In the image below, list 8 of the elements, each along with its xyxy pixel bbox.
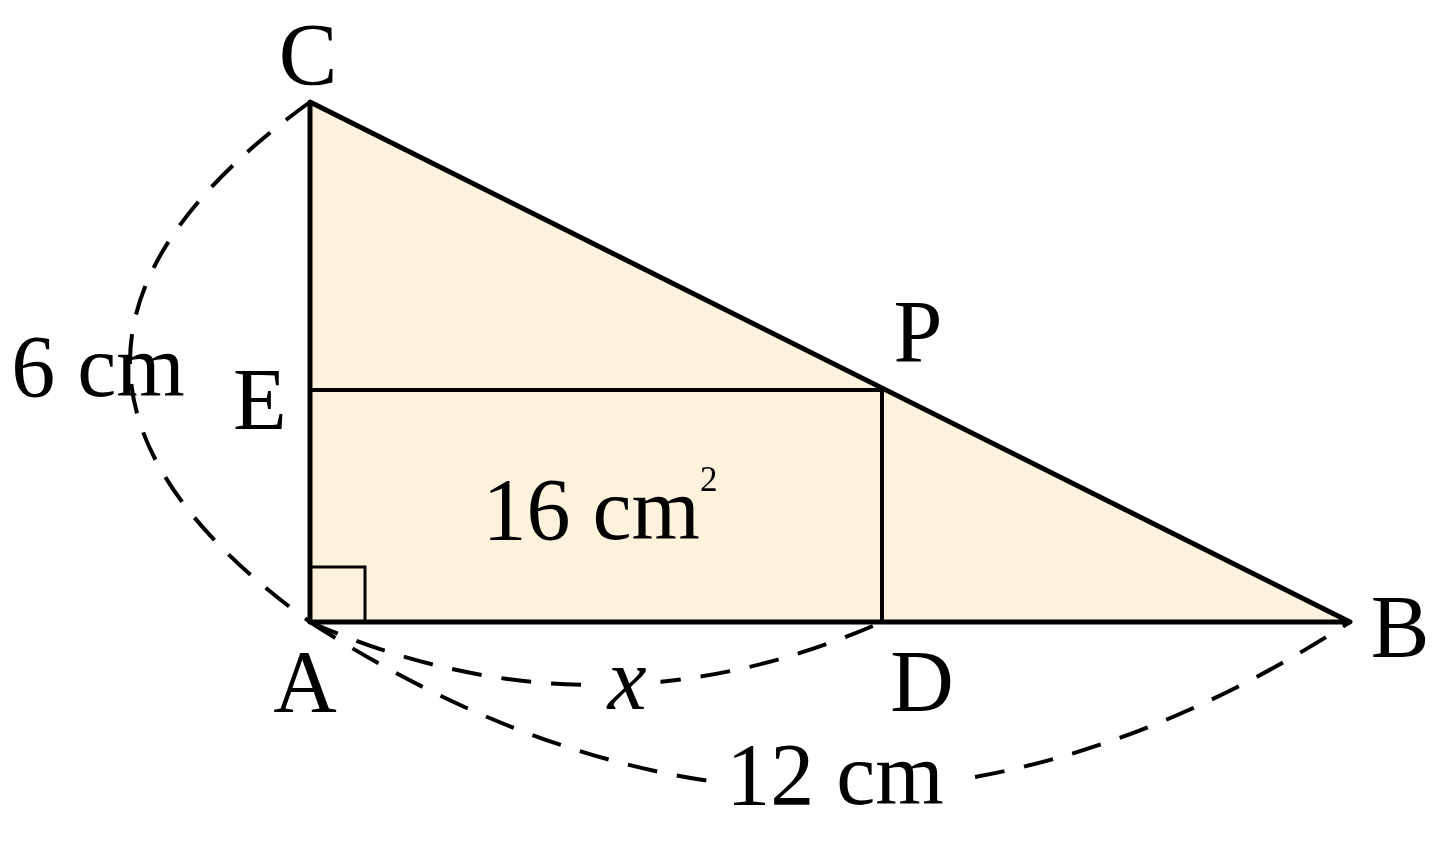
vertex-label: B (1370, 583, 1430, 671)
dimension-label: 6 cm (11, 323, 185, 411)
vertex-label: P (893, 288, 943, 376)
vertex-label: E (233, 356, 287, 444)
area-label: 16 cm$^{2}$ (482, 466, 718, 554)
vertex-label: C (278, 11, 338, 99)
vertex-label: A (273, 638, 337, 726)
vertex-label: D (890, 638, 954, 726)
